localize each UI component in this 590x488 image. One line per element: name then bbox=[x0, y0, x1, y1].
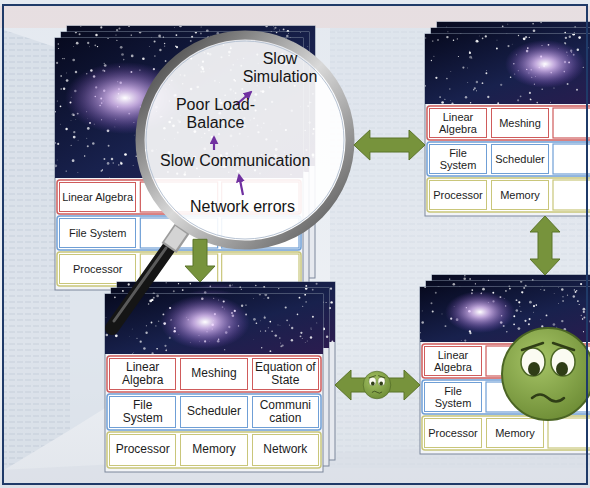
cause-label: Poor Load-Balance bbox=[158, 96, 273, 133]
layer-label: Equation of State bbox=[255, 361, 316, 387]
stack-layer-box: Linear Algebra bbox=[424, 346, 482, 376]
empty-box bbox=[548, 382, 590, 412]
lens-shape bbox=[135, 30, 355, 250]
sad-face bbox=[502, 328, 590, 420]
double-arrow bbox=[530, 216, 560, 275]
layer-label: Meshing bbox=[494, 117, 546, 129]
text-slot: Poor Load-Balance bbox=[158, 96, 273, 133]
layer-label: Linear Algebra bbox=[62, 191, 133, 203]
magnifier-handle bbox=[112, 229, 182, 328]
small-sad-face bbox=[363, 371, 391, 399]
cause-label: Slow Communication bbox=[160, 152, 310, 170]
stack-layer-box: Processor bbox=[59, 254, 136, 284]
frame bbox=[3, 5, 587, 484]
stack-layer-box: File System bbox=[59, 218, 136, 248]
text-slot: Slow Communication bbox=[160, 152, 310, 170]
stack-layer-box: Meshing bbox=[491, 108, 549, 138]
empty-box bbox=[548, 418, 590, 448]
stack-layer-box: File System bbox=[429, 144, 487, 174]
layer-label: Processor bbox=[427, 427, 479, 439]
stack-layer-box: Scheduler bbox=[180, 396, 247, 428]
software-stack: Linear AlgebraFile SystemProcessor Memory bbox=[420, 275, 590, 454]
double-arrow bbox=[335, 370, 420, 400]
stack-layer-box: Memory bbox=[486, 418, 544, 448]
layer-label: File System bbox=[432, 147, 484, 171]
layer-band bbox=[107, 394, 321, 430]
stack-layer-box: Memory bbox=[491, 180, 549, 210]
layer-label: Scheduler bbox=[183, 405, 244, 418]
stack-layer-box: Linear Algebra bbox=[109, 358, 176, 390]
layer-label: Scheduler bbox=[494, 153, 546, 165]
empty-box bbox=[553, 108, 590, 138]
magnifier-lens: Slow SimulationPoor Load-BalanceSlow Com… bbox=[135, 30, 355, 250]
layer-label: Memory bbox=[183, 443, 244, 456]
empty-box bbox=[548, 346, 590, 376]
stack-layer-box: Processor bbox=[109, 434, 176, 466]
stack-layer bbox=[420, 287, 590, 454]
stack-layer bbox=[105, 294, 323, 472]
layer-band bbox=[107, 432, 321, 468]
text-slot: Network errors bbox=[190, 198, 295, 216]
stack-layer-box: Linear Algebra bbox=[59, 182, 136, 212]
layer-band bbox=[427, 178, 590, 212]
layer-label: Processor bbox=[62, 263, 133, 275]
layer-label: Memory bbox=[494, 189, 546, 201]
stack-layer-box: Processor bbox=[429, 180, 487, 210]
stack-layer-box: Network bbox=[252, 434, 319, 466]
cause-label: Network errors bbox=[190, 198, 295, 216]
stack-layer bbox=[425, 34, 590, 216]
layer-label: File System bbox=[112, 399, 173, 425]
layer-label: File System bbox=[427, 385, 479, 409]
stack-layer-box: File System bbox=[109, 396, 176, 428]
cause-label: Slow Simulation bbox=[235, 50, 325, 87]
empty-box bbox=[553, 144, 590, 174]
layer-label: Processor bbox=[432, 189, 484, 201]
empty-box bbox=[222, 254, 299, 284]
layer-band bbox=[422, 416, 590, 450]
layer-band bbox=[427, 142, 590, 176]
layer-label: Memory bbox=[489, 427, 541, 439]
stack-layer-box: Processor bbox=[424, 418, 482, 448]
layer-label: Network bbox=[255, 443, 316, 456]
block-arrow bbox=[185, 239, 215, 282]
layer-band bbox=[422, 380, 590, 414]
empty-box bbox=[553, 180, 590, 210]
software-stack: Linear Algebra MeshingFile System Schedule… bbox=[425, 22, 590, 216]
layer-label: Linear Algebra bbox=[112, 361, 173, 387]
cause-arrows bbox=[214, 92, 251, 195]
layer-band bbox=[57, 252, 301, 286]
stack-layer-box: Memory bbox=[180, 434, 247, 466]
layer-band bbox=[422, 344, 590, 378]
stack-layer-box: Meshing bbox=[180, 358, 247, 390]
layer-label: Linear Algebra bbox=[432, 111, 484, 135]
space-image bbox=[105, 294, 323, 354]
stack-layer-box: Linear Algebra bbox=[429, 108, 487, 138]
stack-layer-box: Scheduler bbox=[491, 144, 549, 174]
stack-layer-box: Communi cation bbox=[252, 396, 319, 428]
space-image bbox=[425, 34, 590, 104]
stack-layer-box: Equation of State bbox=[252, 358, 319, 390]
layer-band bbox=[427, 106, 590, 140]
double-arrow bbox=[354, 130, 425, 160]
layer-band bbox=[107, 356, 321, 392]
space-image bbox=[420, 287, 590, 342]
layer-label: Meshing bbox=[183, 367, 244, 380]
stack-layer-box: File System bbox=[424, 382, 482, 412]
empty-box bbox=[486, 382, 544, 412]
layer-label: Processor bbox=[112, 443, 173, 456]
empty-box bbox=[486, 346, 544, 376]
layer-label: Communi cation bbox=[255, 399, 316, 425]
layer-label: Linear Algebra bbox=[427, 349, 479, 373]
layer-label: File System bbox=[62, 227, 133, 239]
text-slot: Slow Simulation bbox=[235, 50, 325, 87]
software-stack: Linear Algebra Meshing Equation of StateFi… bbox=[105, 282, 335, 472]
